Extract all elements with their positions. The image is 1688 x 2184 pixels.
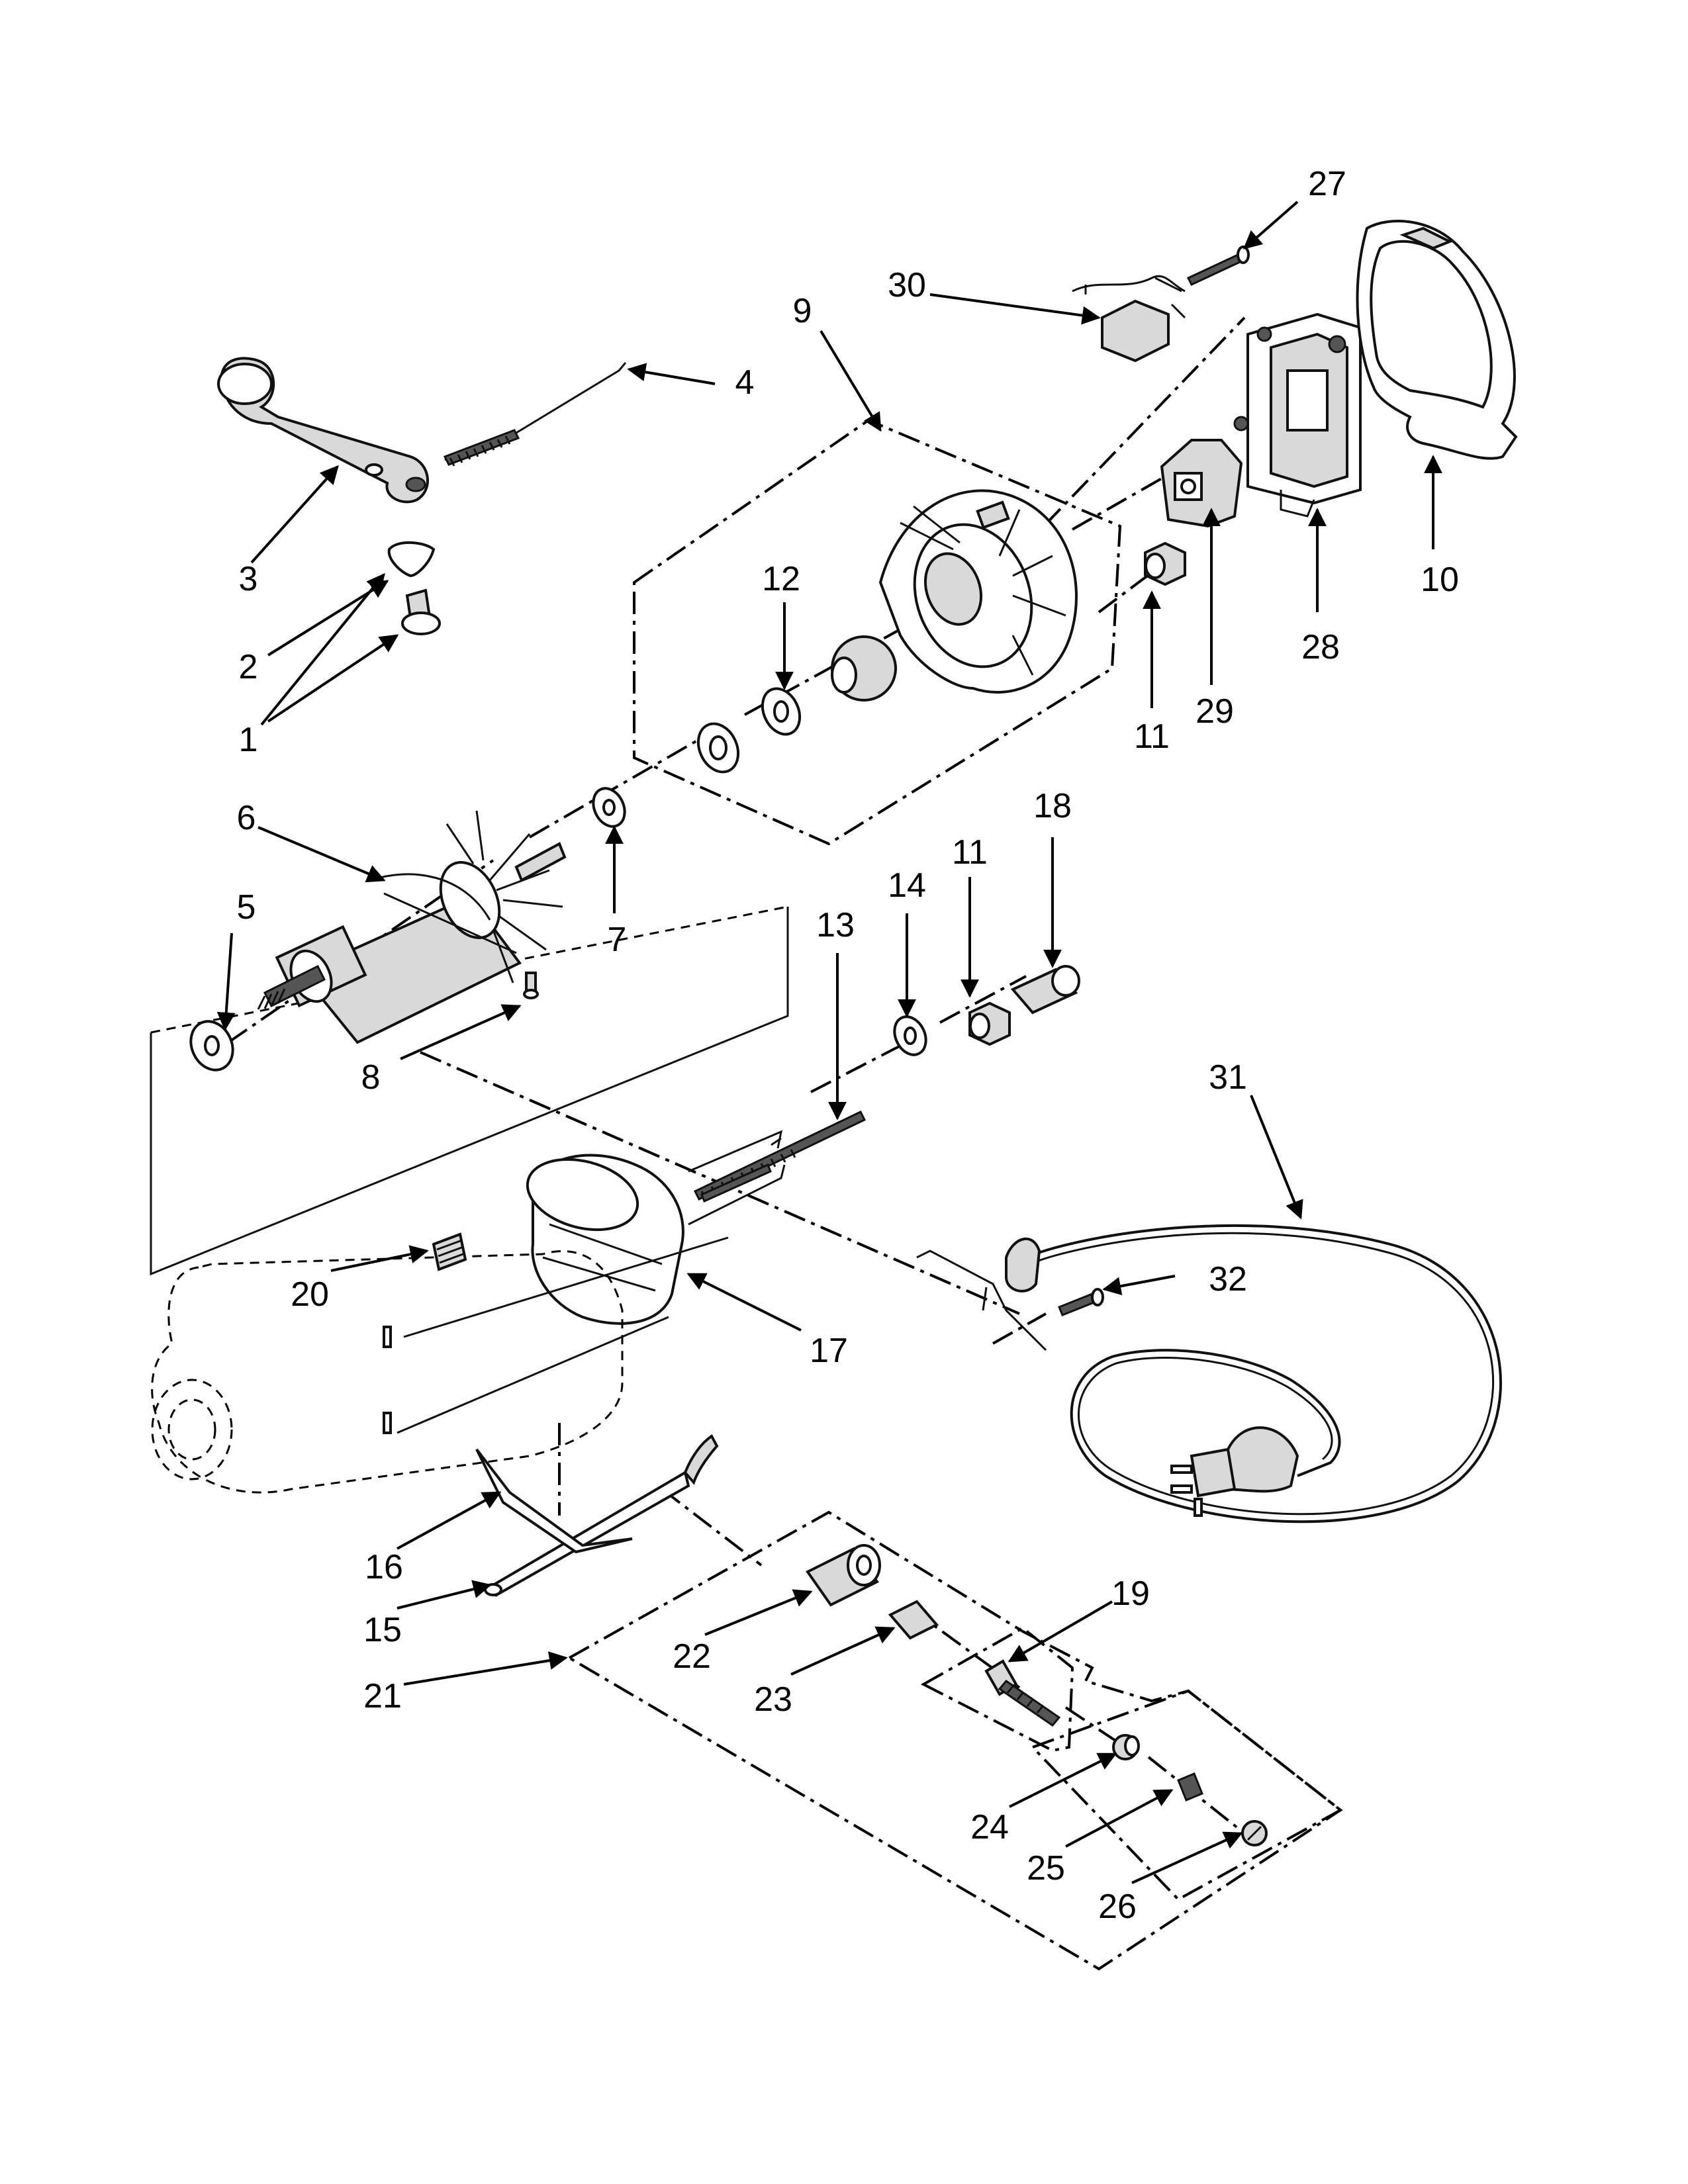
callout-28: 28 [1301, 628, 1340, 666]
callout-1: 1 [239, 721, 258, 759]
housing-bracket-line [150, 907, 789, 1276]
callout-14: 14 [888, 866, 926, 905]
brush-part-23 [888, 1600, 939, 1640]
callout-32: 32 [1209, 1260, 1247, 1298]
brush-holder-tube-part [806, 1544, 881, 1607]
callout-26: 26 [1098, 1888, 1137, 1926]
callout-30: 30 [888, 266, 926, 304]
callout-6: 6 [237, 799, 256, 837]
motor-housing-outline [151, 1250, 624, 1494]
callout-27: 27 [1308, 165, 1346, 203]
callout-11-lower: 11 [952, 833, 988, 872]
screw-part-27 [1186, 246, 1250, 286]
callout-21: 21 [363, 1677, 402, 1715]
hinge-lever-part [217, 357, 429, 504]
washer-part-7 [592, 787, 626, 828]
stator-part [383, 1130, 786, 1434]
callout-8: 8 [361, 1058, 381, 1097]
brush-cap-part-26 [1241, 1820, 1268, 1846]
callout-7: 7 [608, 921, 627, 959]
callout-15: 15 [363, 1611, 402, 1649]
star-washer-part-14 [893, 1015, 927, 1056]
callout-17: 17 [810, 1332, 848, 1370]
callout-5: 5 [237, 888, 256, 927]
callout-3: 3 [239, 560, 258, 598]
screw-part-32 [1058, 1288, 1104, 1316]
brush-holder-part [1160, 439, 1243, 528]
brush-spring-part-25 [1177, 1772, 1203, 1801]
group-21-outline [566, 1510, 1343, 1971]
brush-cap-part-24 [1112, 1734, 1140, 1760]
callout-18: 18 [1033, 787, 1072, 825]
end-bell-assembly [696, 489, 1078, 774]
washer-part-2 [387, 541, 436, 578]
star-washer-part [696, 722, 740, 774]
callout-29: 29 [1196, 692, 1234, 731]
callout-4: 4 [735, 363, 755, 402]
callout-31: 31 [1209, 1058, 1247, 1097]
bushing-part [1010, 965, 1080, 1015]
callout-16: 16 [365, 1548, 403, 1586]
pin-part-8 [523, 972, 539, 999]
callout-10: 10 [1421, 561, 1459, 599]
nut-part-11-upper [1144, 541, 1186, 586]
washer-part-5 [189, 1020, 234, 1071]
callout-24: 24 [970, 1808, 1009, 1846]
set-screw-part-20 [432, 1232, 467, 1271]
washer-part-12 [761, 687, 802, 736]
callout-labels: 1 2 3 4 5 6 7 8 9 10 11 11 12 13 14 15 1… [237, 165, 1459, 1926]
screw-part-1 [401, 588, 441, 635]
leader-lines [216, 201, 1442, 1884]
group-24-26-outline [1030, 1689, 1343, 1901]
callout-23: 23 [754, 1680, 792, 1719]
armature-part [257, 810, 567, 1044]
callout-22: 22 [673, 1637, 711, 1676]
parts [151, 220, 1518, 1846]
end-bell-part [878, 489, 1078, 694]
control-board-part [1233, 312, 1362, 518]
callout-9: 9 [793, 292, 812, 330]
switch-lever-part [484, 1434, 719, 1597]
callout-2: 2 [239, 648, 258, 686]
bearing-part [831, 635, 897, 702]
callout-20: 20 [291, 1275, 329, 1314]
terminal-block-part [1072, 275, 1186, 363]
callout-25: 25 [1027, 1849, 1065, 1888]
callout-12: 12 [762, 560, 800, 598]
callout-11-upper: 11 [1134, 717, 1170, 756]
assembly-group-outlines [150, 418, 1343, 1971]
brush-assembly-parts [806, 1544, 1268, 1846]
spring-part [443, 362, 627, 467]
spring-clip-part [475, 1448, 633, 1554]
power-cord-part [916, 1224, 1502, 1524]
nut-part-11-lower [968, 1001, 1011, 1046]
group-19-outline [920, 1626, 1074, 1752]
callout-13: 13 [816, 906, 855, 944]
callout-19: 19 [1111, 1574, 1150, 1613]
gasket-part [1356, 220, 1518, 460]
brush-spring-part [984, 1659, 1061, 1727]
